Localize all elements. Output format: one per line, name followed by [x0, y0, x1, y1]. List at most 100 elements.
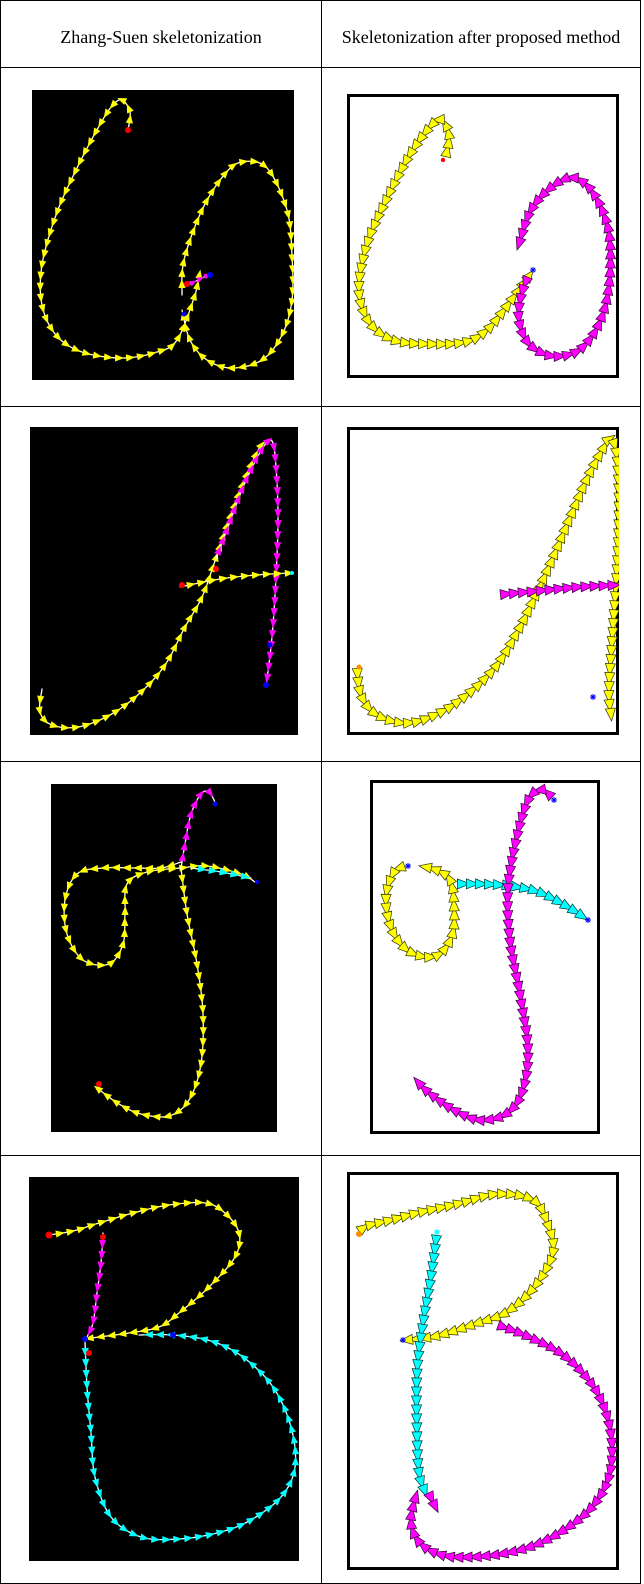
direction-arrow	[272, 1496, 282, 1506]
direction-arrow	[604, 1428, 616, 1443]
header-zhang-suen: Zhang-Suen skeletonization	[0, 0, 322, 68]
direction-arrow	[198, 1336, 209, 1344]
direction-arrow	[442, 134, 454, 150]
direction-arrow	[86, 1424, 94, 1434]
direction-arrow	[120, 1105, 131, 1113]
direction-arrow	[98, 117, 106, 128]
direction-arrow	[607, 579, 619, 592]
direction-arrow	[111, 864, 121, 872]
direction-arrow	[377, 202, 389, 217]
direction-arrow	[380, 902, 392, 917]
direction-arrow	[613, 528, 619, 543]
direction-arrow	[246, 464, 254, 475]
direction-arrow	[521, 1190, 537, 1202]
direction-arrow	[36, 293, 44, 303]
direction-arrow	[121, 895, 129, 905]
direction-arrow	[92, 1478, 100, 1489]
direction-arrow	[92, 719, 102, 727]
direction-arrow	[289, 287, 294, 297]
direction-arrow	[372, 325, 388, 339]
direction-arrow	[606, 644, 618, 660]
direction-arrow	[499, 298, 513, 314]
direction-arrow	[520, 1329, 536, 1341]
direction-arrow	[502, 910, 514, 925]
direction-arrow	[442, 933, 454, 949]
direction-arrow	[125, 354, 136, 362]
direction-arrow	[222, 525, 229, 536]
direction-arrow	[536, 570, 548, 586]
direction-arrow	[429, 1243, 441, 1258]
direction-arrow	[204, 787, 214, 797]
direction-arrow	[542, 181, 558, 195]
direction-arrow	[450, 696, 465, 710]
direction-arrow	[502, 883, 514, 898]
direction-arrow	[82, 146, 90, 157]
direction-arrow	[61, 924, 69, 935]
endpoint-marker	[263, 682, 269, 688]
direction-arrow	[279, 1487, 288, 1498]
direction-arrow	[410, 1404, 423, 1419]
direction-arrow	[287, 308, 294, 318]
direction-arrow	[113, 949, 122, 960]
direction-arrow	[448, 915, 460, 930]
direction-arrow	[282, 1403, 290, 1413]
direction-arrow	[414, 1340, 426, 1356]
direction-arrow	[408, 1489, 420, 1505]
direction-arrow	[151, 1535, 161, 1543]
direction-arrow	[68, 176, 76, 187]
direction-arrow	[93, 1085, 104, 1094]
direction-arrow	[193, 961, 201, 971]
direction-arrow	[391, 933, 405, 949]
direction-arrow	[536, 1269, 549, 1285]
direction-arrow	[208, 866, 218, 874]
direction-arrow	[110, 1517, 120, 1526]
direction-arrow	[383, 918, 394, 934]
endpoint-marker	[356, 664, 362, 670]
direction-arrow	[95, 1488, 102, 1499]
direction-arrow	[488, 312, 502, 328]
direction-arrow	[236, 1240, 244, 1251]
direction-arrow	[187, 1334, 198, 1342]
direction-arrow	[573, 908, 589, 921]
direction-arrow	[37, 695, 45, 705]
direction-arrow	[572, 1362, 587, 1377]
direction-arrow	[604, 254, 616, 269]
direction-arrow	[238, 158, 249, 166]
direction-arrow	[92, 351, 103, 359]
direction-arrow	[218, 535, 225, 546]
direction-arrow	[603, 272, 615, 287]
direction-arrow	[399, 336, 415, 348]
direction-arrow	[470, 678, 485, 693]
direction-arrow	[288, 1423, 296, 1434]
direction-arrow	[285, 1478, 293, 1488]
image-frame	[347, 427, 619, 735]
direction-arrow	[448, 897, 460, 912]
direction-arrow	[185, 613, 193, 623]
direction-arrow	[100, 863, 110, 872]
zhang-suen-letter-a-image	[30, 427, 298, 735]
direction-arrow	[523, 793, 535, 809]
junction-marker	[400, 1337, 406, 1343]
direction-arrow	[262, 437, 273, 447]
direction-arrow	[205, 1199, 215, 1207]
direction-arrow	[540, 562, 552, 578]
direction-arrow	[262, 570, 272, 579]
direction-arrow	[527, 201, 540, 217]
direction-arrow	[576, 1508, 591, 1522]
endpoint-marker	[100, 1234, 106, 1240]
direction-arrow	[196, 205, 204, 216]
direction-arrow	[166, 342, 176, 352]
direction-arrow	[150, 1204, 161, 1212]
direction-arrow	[184, 236, 192, 246]
direction-arrow	[132, 864, 142, 872]
direction-arrow	[173, 332, 182, 343]
direction-arrow	[93, 1294, 101, 1304]
direction-arrow	[189, 1090, 197, 1101]
direction-arrow	[129, 1210, 139, 1218]
direction-arrow	[82, 1358, 90, 1368]
direction-arrow	[521, 1034, 533, 1049]
direction-arrow	[607, 626, 619, 642]
direction-arrow	[547, 545, 559, 561]
direction-arrow	[289, 276, 294, 286]
direction-arrow	[495, 1307, 511, 1319]
